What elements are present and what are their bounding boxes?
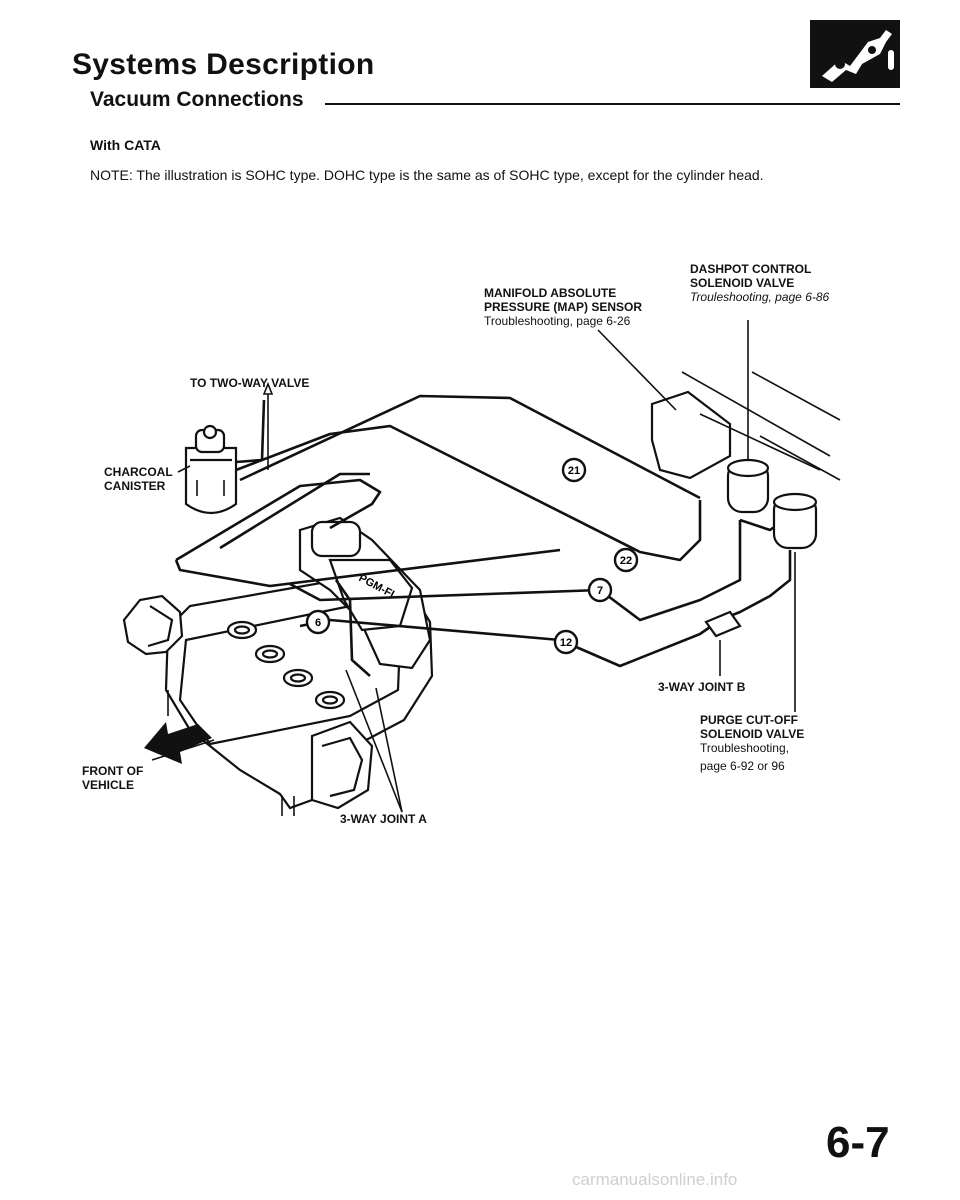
hose-badge-12: 12 — [553, 629, 579, 655]
svg-text:12: 12 — [560, 637, 572, 649]
purge-valve-label: PURGE CUT-OFF SOLENOID VALVE Troubleshoo… — [700, 713, 805, 773]
page-title: Systems Description — [72, 48, 375, 81]
svg-text:22: 22 — [620, 555, 632, 567]
joint-b-label: 3-WAY JOINT B — [658, 680, 746, 694]
watermark-text: carmanualsonline.info — [572, 1170, 738, 1189]
svg-text:21: 21 — [568, 465, 580, 477]
svg-text:6: 6 — [315, 617, 321, 629]
front-of-vehicle-label: FRONT OF VEHICLE — [82, 764, 144, 792]
three-way-joint-b — [704, 610, 742, 638]
engine-illustration: PGM-FI — [122, 516, 434, 816]
hose-badge-7: 7 — [587, 577, 613, 603]
leader-lines — [177, 320, 796, 813]
two-way-valve-label: TO TWO-WAY VALVE — [190, 376, 310, 390]
joint-a-label: 3-WAY JOINT A — [340, 812, 427, 826]
hose-badge-21: 21 — [561, 457, 587, 483]
charcoal-canister-part — [184, 424, 238, 515]
section-subtitle: Vacuum Connections — [90, 88, 304, 111]
solenoid-valves — [650, 371, 841, 550]
dashpot-valve-label: DASHPOT CONTROL SOLENOID VALVE Troulesho… — [690, 262, 830, 304]
front-arrow-icon — [144, 722, 215, 764]
header-rule — [325, 103, 900, 105]
page-number: 6-7 — [826, 1118, 890, 1167]
charcoal-canister-label: CHARCOAL CANISTER — [104, 465, 173, 493]
svg-text:7: 7 — [597, 585, 603, 597]
map-sensor-label: MANIFOLD ABSOLUTE PRESSURE (MAP) SENSOR … — [484, 286, 643, 328]
condition-label: With CATA — [90, 137, 161, 153]
hose-badge-22: 22 — [613, 547, 639, 573]
fuel-injector-icon — [810, 20, 900, 88]
hose-badge-6: 6 — [305, 609, 331, 635]
illustration-note: NOTE: The illustration is SOHC type. DOH… — [90, 167, 764, 183]
